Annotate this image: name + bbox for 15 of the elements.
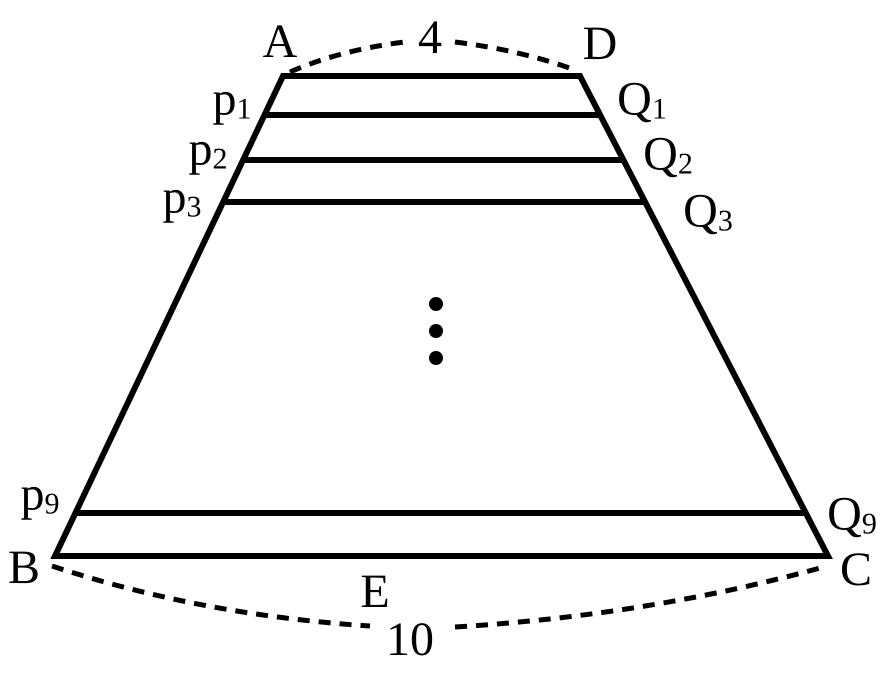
dimension-label: 10 [386,616,434,664]
point-label: p$_{1}$ [212,76,252,124]
point-label: Q$_{1}$ [617,76,667,124]
point-label: Q$_{9}$ [827,490,877,540]
point-label: Q$_{2}$ [643,130,693,180]
point-label: A [262,18,298,66]
point-label: Q$_{3}$ [683,188,733,236]
point-label: p$_{3}$ [162,174,202,222]
point-label: p$_{9}$ [20,470,60,520]
point-label: D [582,20,618,68]
point-label: B [8,544,40,592]
point-label: p$_{2}$ [188,126,228,174]
point-label: C [840,546,872,594]
dimension-label: 4 [418,14,442,62]
point-label: E [360,568,390,616]
